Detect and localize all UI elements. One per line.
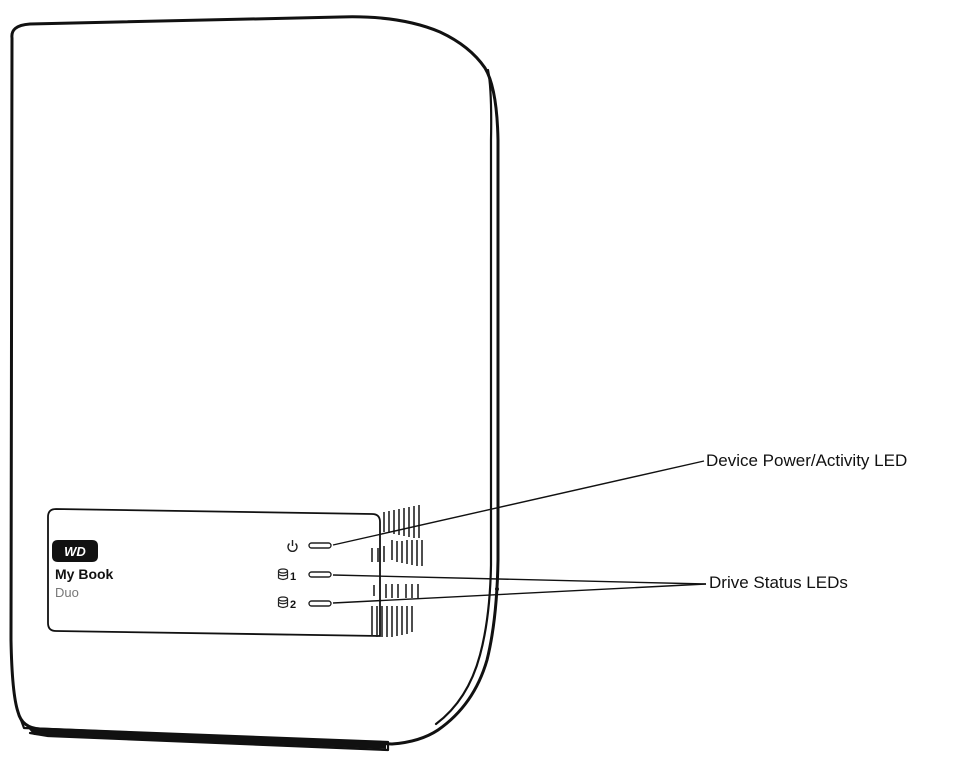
wd-logo: WD	[52, 540, 98, 562]
callout-lines	[333, 461, 706, 603]
drive1-led	[309, 572, 331, 577]
drive1-led-leader	[333, 575, 706, 584]
side-panel-edge	[436, 70, 491, 724]
power-led-leader	[333, 461, 704, 545]
hard-drive-icon	[279, 569, 288, 580]
power-led	[309, 543, 331, 548]
product-name: My Book	[55, 566, 114, 582]
front-panel: WD My Book Duo 1	[48, 505, 499, 637]
product-model: Duo	[55, 585, 79, 600]
power-led-row	[288, 540, 331, 551]
drive2-led-row: 2	[279, 597, 332, 611]
power-led-callout-label: Device Power/Activity LED	[706, 451, 907, 471]
drive2-led-leader	[333, 584, 706, 603]
device-base-foot	[28, 728, 386, 749]
drive1-led-row: 1	[279, 569, 332, 583]
wd-logo-text: WD	[64, 544, 86, 559]
drive2-led	[309, 601, 331, 606]
side-indicator-dot	[495, 587, 499, 591]
drive1-number: 1	[290, 571, 296, 583]
power-icon	[288, 540, 297, 551]
device-body	[11, 17, 498, 750]
drive2-number: 2	[290, 599, 296, 611]
drive-leds-callout-label: Drive Status LEDs	[709, 573, 848, 593]
hard-drive-icon	[279, 597, 288, 608]
